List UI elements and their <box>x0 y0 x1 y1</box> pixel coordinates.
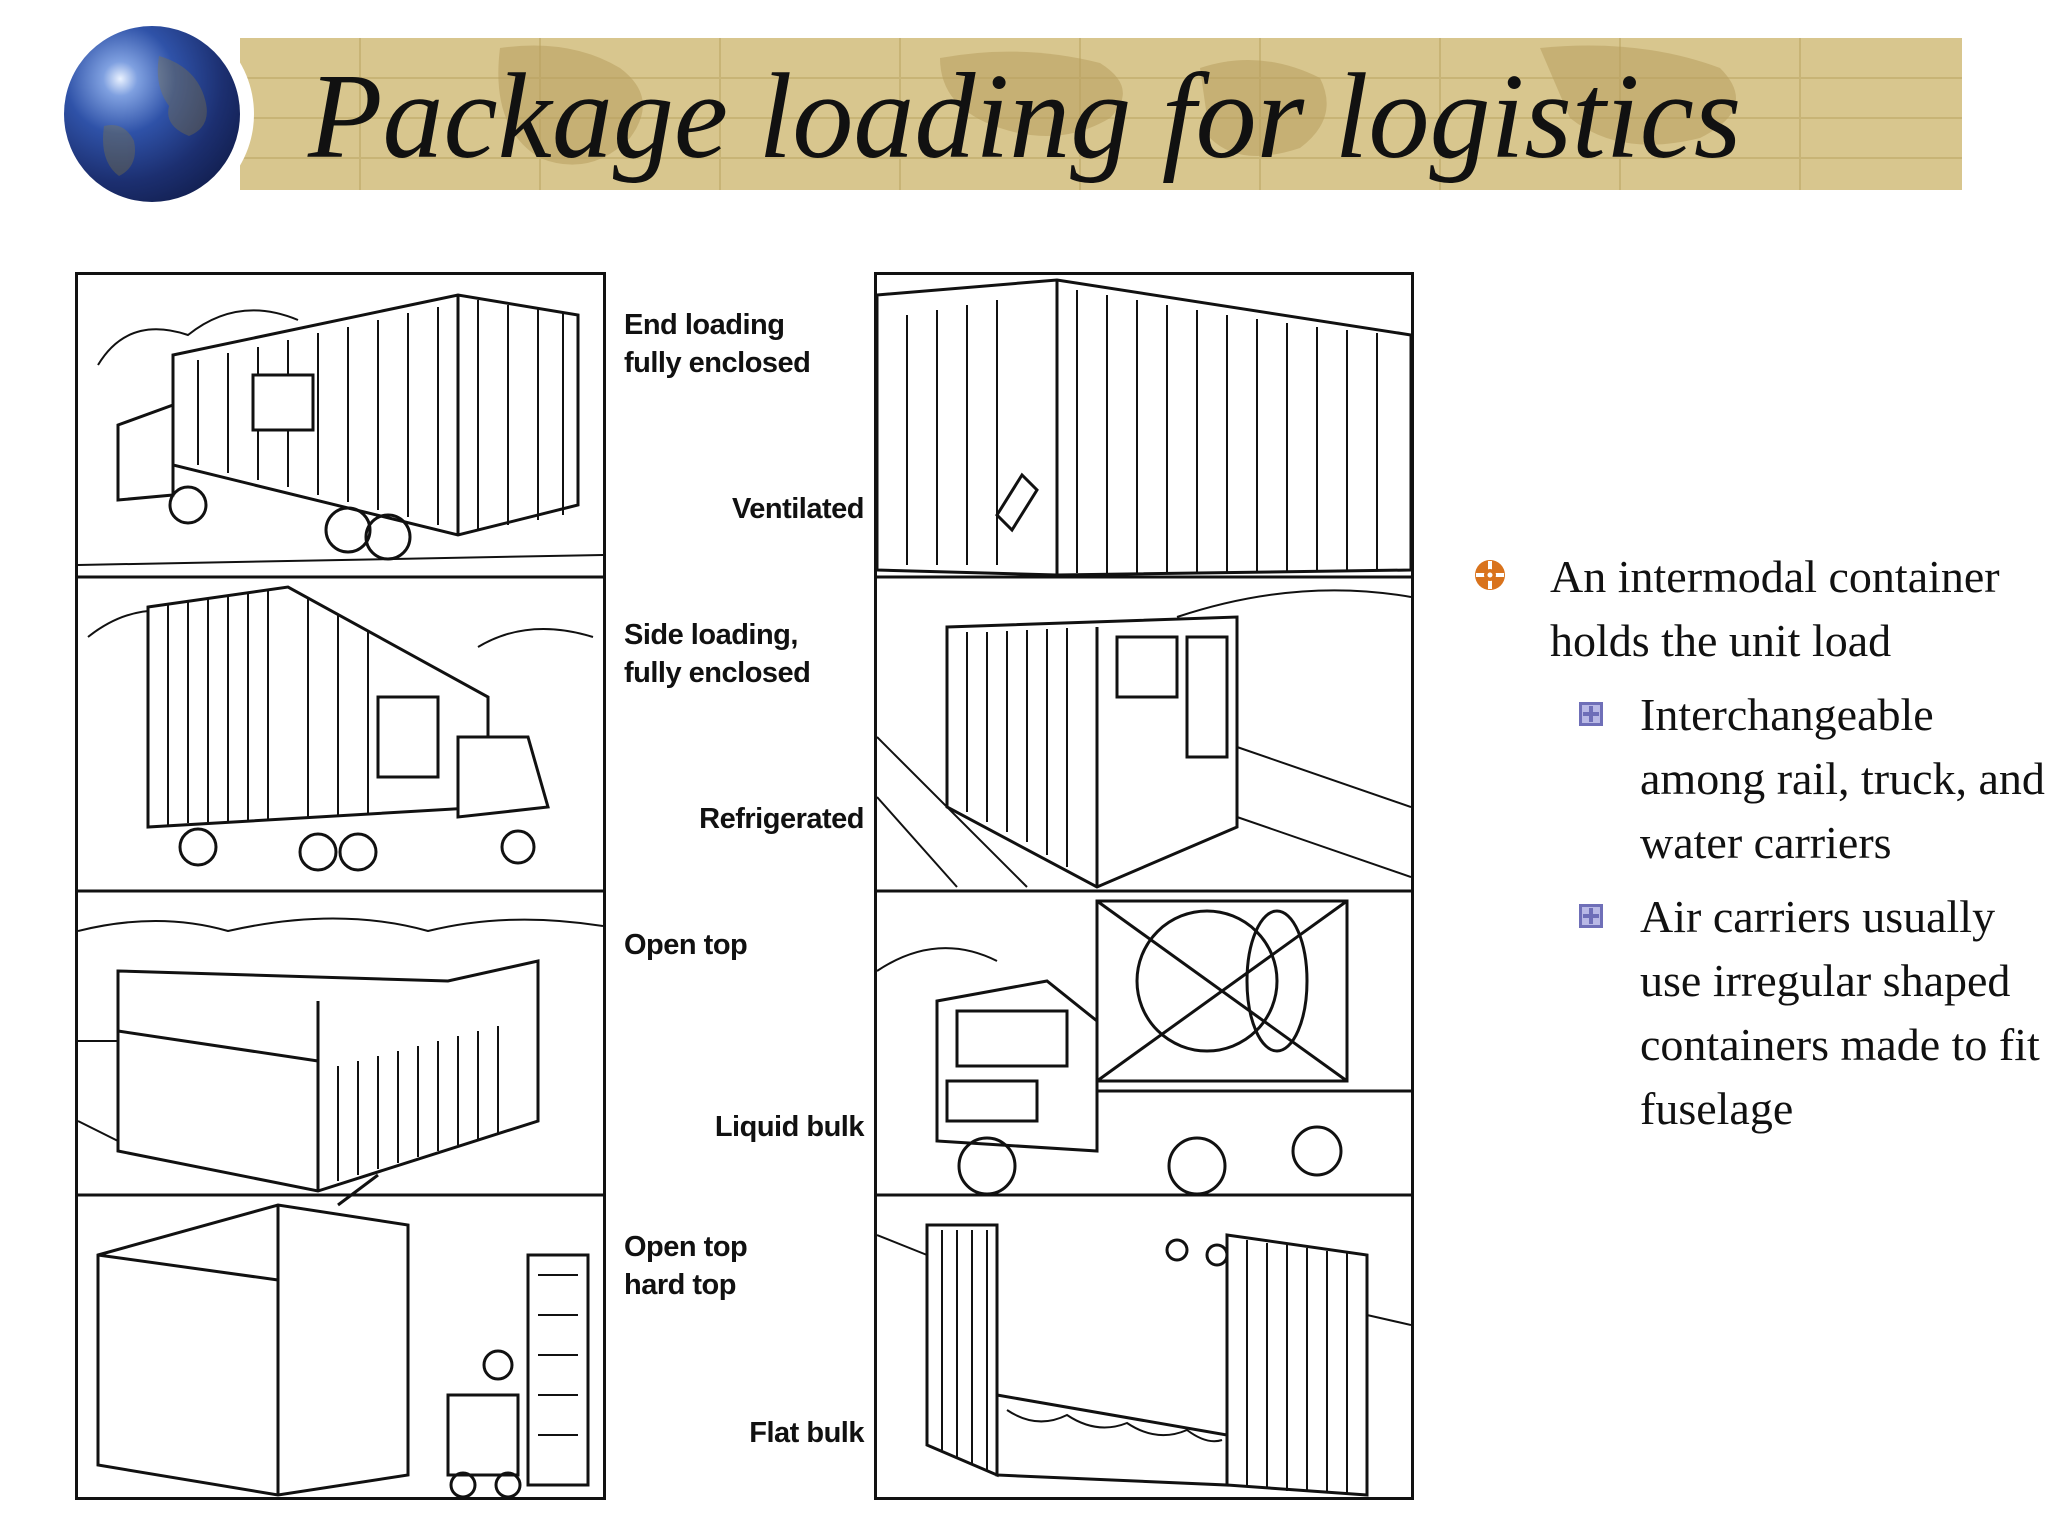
container-illustrations-right <box>874 272 1414 1500</box>
bullet-sub-2-text: Air carriers usually use irregular shape… <box>1640 891 2040 1134</box>
world-map-texture <box>240 38 1962 190</box>
label-liquid-bulk: Liquid bulk <box>714 1111 865 1143</box>
globe-icon <box>64 26 240 202</box>
end-loading-trailer-drawing <box>78 293 603 566</box>
label-open-top-hard-top: Open top hard top <box>624 1231 748 1301</box>
square-bullet-icon <box>1579 904 1603 928</box>
side-loading-trailer-drawing <box>87 585 594 872</box>
globe-continents <box>64 26 240 202</box>
label-end-loading: End loading fully enclosed <box>624 309 811 379</box>
label-ventilated: Ventilated <box>732 493 865 525</box>
bullet-main-text: An intermodal container holds the unit l… <box>1550 551 2000 666</box>
open-top-container-drawing <box>78 917 603 1193</box>
slide-title: Package loading for logistics <box>308 49 1742 184</box>
target-bullet-icon <box>1475 560 1505 590</box>
title-banner <box>240 38 1962 190</box>
hard-top-container-drawing <box>96 1173 590 1497</box>
bullet-sub-2: Air carriers usually use irregular shape… <box>1470 885 2048 1141</box>
liquid-bulk-truck-drawing <box>877 899 1411 1196</box>
flat-bulk-container-drawing <box>877 1223 1411 1497</box>
bullet-list: An intermodal container holds the unit l… <box>1470 545 2048 1141</box>
ventilated-container-drawing <box>877 278 1411 577</box>
label-side-loading: Side loading, fully enclosed <box>624 619 811 689</box>
refrigerated-container-drawing <box>877 589 1411 889</box>
container-illustrations-left <box>75 272 606 1500</box>
square-bullet-icon <box>1579 702 1603 726</box>
bullet-sub-1-text: Interchangeable among rail, truck, and w… <box>1640 689 2045 868</box>
bullet-sub-1: Interchangeable among rail, truck, and w… <box>1470 683 2048 875</box>
label-flat-bulk: Flat bulk <box>749 1417 864 1449</box>
label-open-top: Open top <box>624 929 748 961</box>
label-refrigerated: Refrigerated <box>699 803 864 835</box>
bullet-main: An intermodal container holds the unit l… <box>1470 545 2048 673</box>
